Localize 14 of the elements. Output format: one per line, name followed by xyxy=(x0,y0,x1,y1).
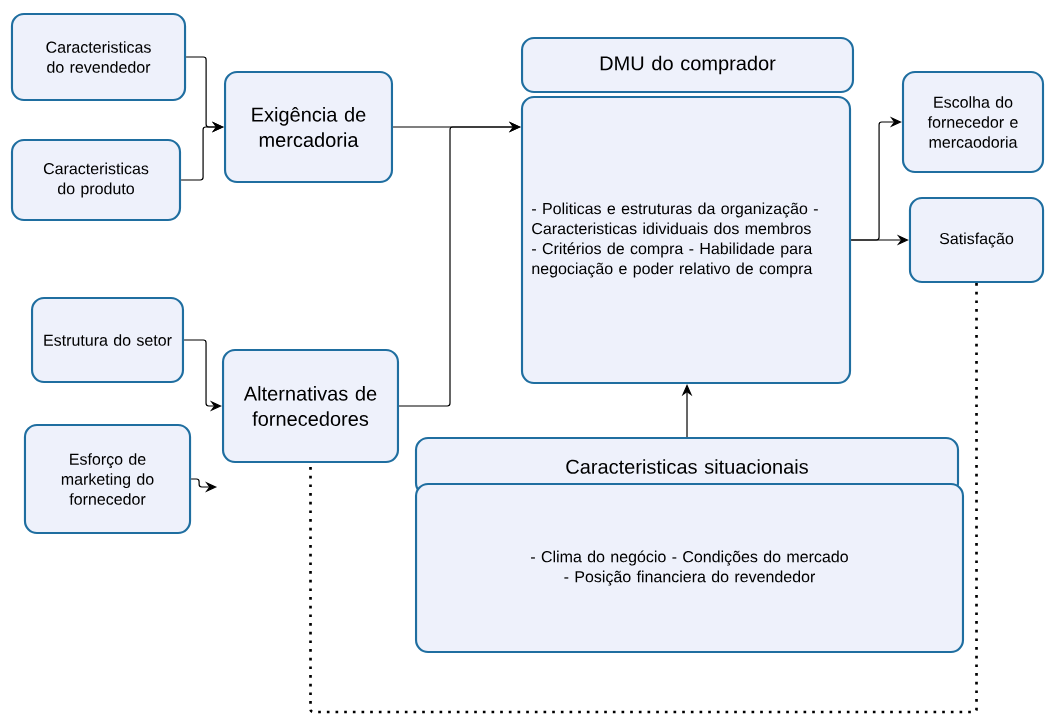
process-box: Esforço de marketing do fornecedor xyxy=(23,423,192,535)
process-box: Exigência de mercadoria xyxy=(223,70,394,184)
process-box: Caracteristicas do produto xyxy=(10,138,182,222)
text-box: - Politicas e estruturas da organização - Caracteristicas idividuais dos membros - Critérios de compra - Habilidade para negociação e poder relativo de compra xyxy=(520,95,852,385)
arrow xyxy=(398,121,521,407)
process-box: Satisfação xyxy=(908,196,1045,284)
process-box: Escolha do fornecedor e mercaodoria xyxy=(901,70,1045,174)
text-box: - Clima do negócio - Condições do mercado - Posição financiera do revendedor xyxy=(414,482,965,654)
dotted-line xyxy=(309,283,978,714)
process-box: Estrutura do setor xyxy=(30,296,185,384)
arrow xyxy=(180,121,224,181)
process-box: Alternativas de fornecedores xyxy=(221,348,400,464)
header-box: DMU do comprador xyxy=(520,36,855,94)
process-box: Caracteristicas do revendedor xyxy=(10,12,187,102)
